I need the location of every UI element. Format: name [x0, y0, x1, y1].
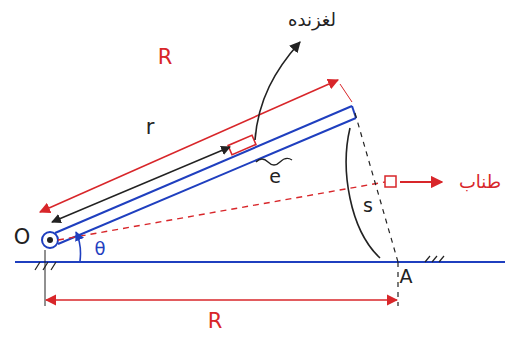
dimension-line — [52, 147, 230, 222]
dimension-line — [40, 80, 338, 212]
dimension-label: r — [146, 116, 155, 139]
pivot-pin — [47, 237, 53, 243]
leader-arrow — [255, 42, 300, 140]
dimension-label: R — [208, 310, 223, 333]
rope-arrow — [400, 181, 442, 183]
point-label: O — [14, 226, 31, 249]
dimension-label: R — [158, 46, 173, 69]
extension-line — [340, 84, 352, 102]
distance-label: s — [363, 195, 373, 216]
dimension-line — [46, 299, 397, 301]
extension-line — [45, 250, 46, 306]
offset-label: e — [269, 166, 281, 187]
ground-line — [15, 261, 505, 263]
angle-arc — [76, 232, 81, 261]
angle-label: θ — [94, 239, 105, 259]
distance-curve — [346, 128, 380, 258]
offset-bracket — [256, 158, 292, 165]
dashed-line — [355, 113, 398, 262]
rotating-bar — [55, 106, 356, 244]
part-name: طناب — [459, 172, 501, 192]
part-name: لغزنده — [288, 10, 336, 30]
pivot-circle — [42, 232, 58, 248]
extension-line — [397, 262, 398, 306]
point-label: A — [400, 266, 413, 287]
rope-line — [58, 182, 385, 240]
slider-block — [228, 135, 256, 154]
rope-marker — [385, 176, 396, 187]
